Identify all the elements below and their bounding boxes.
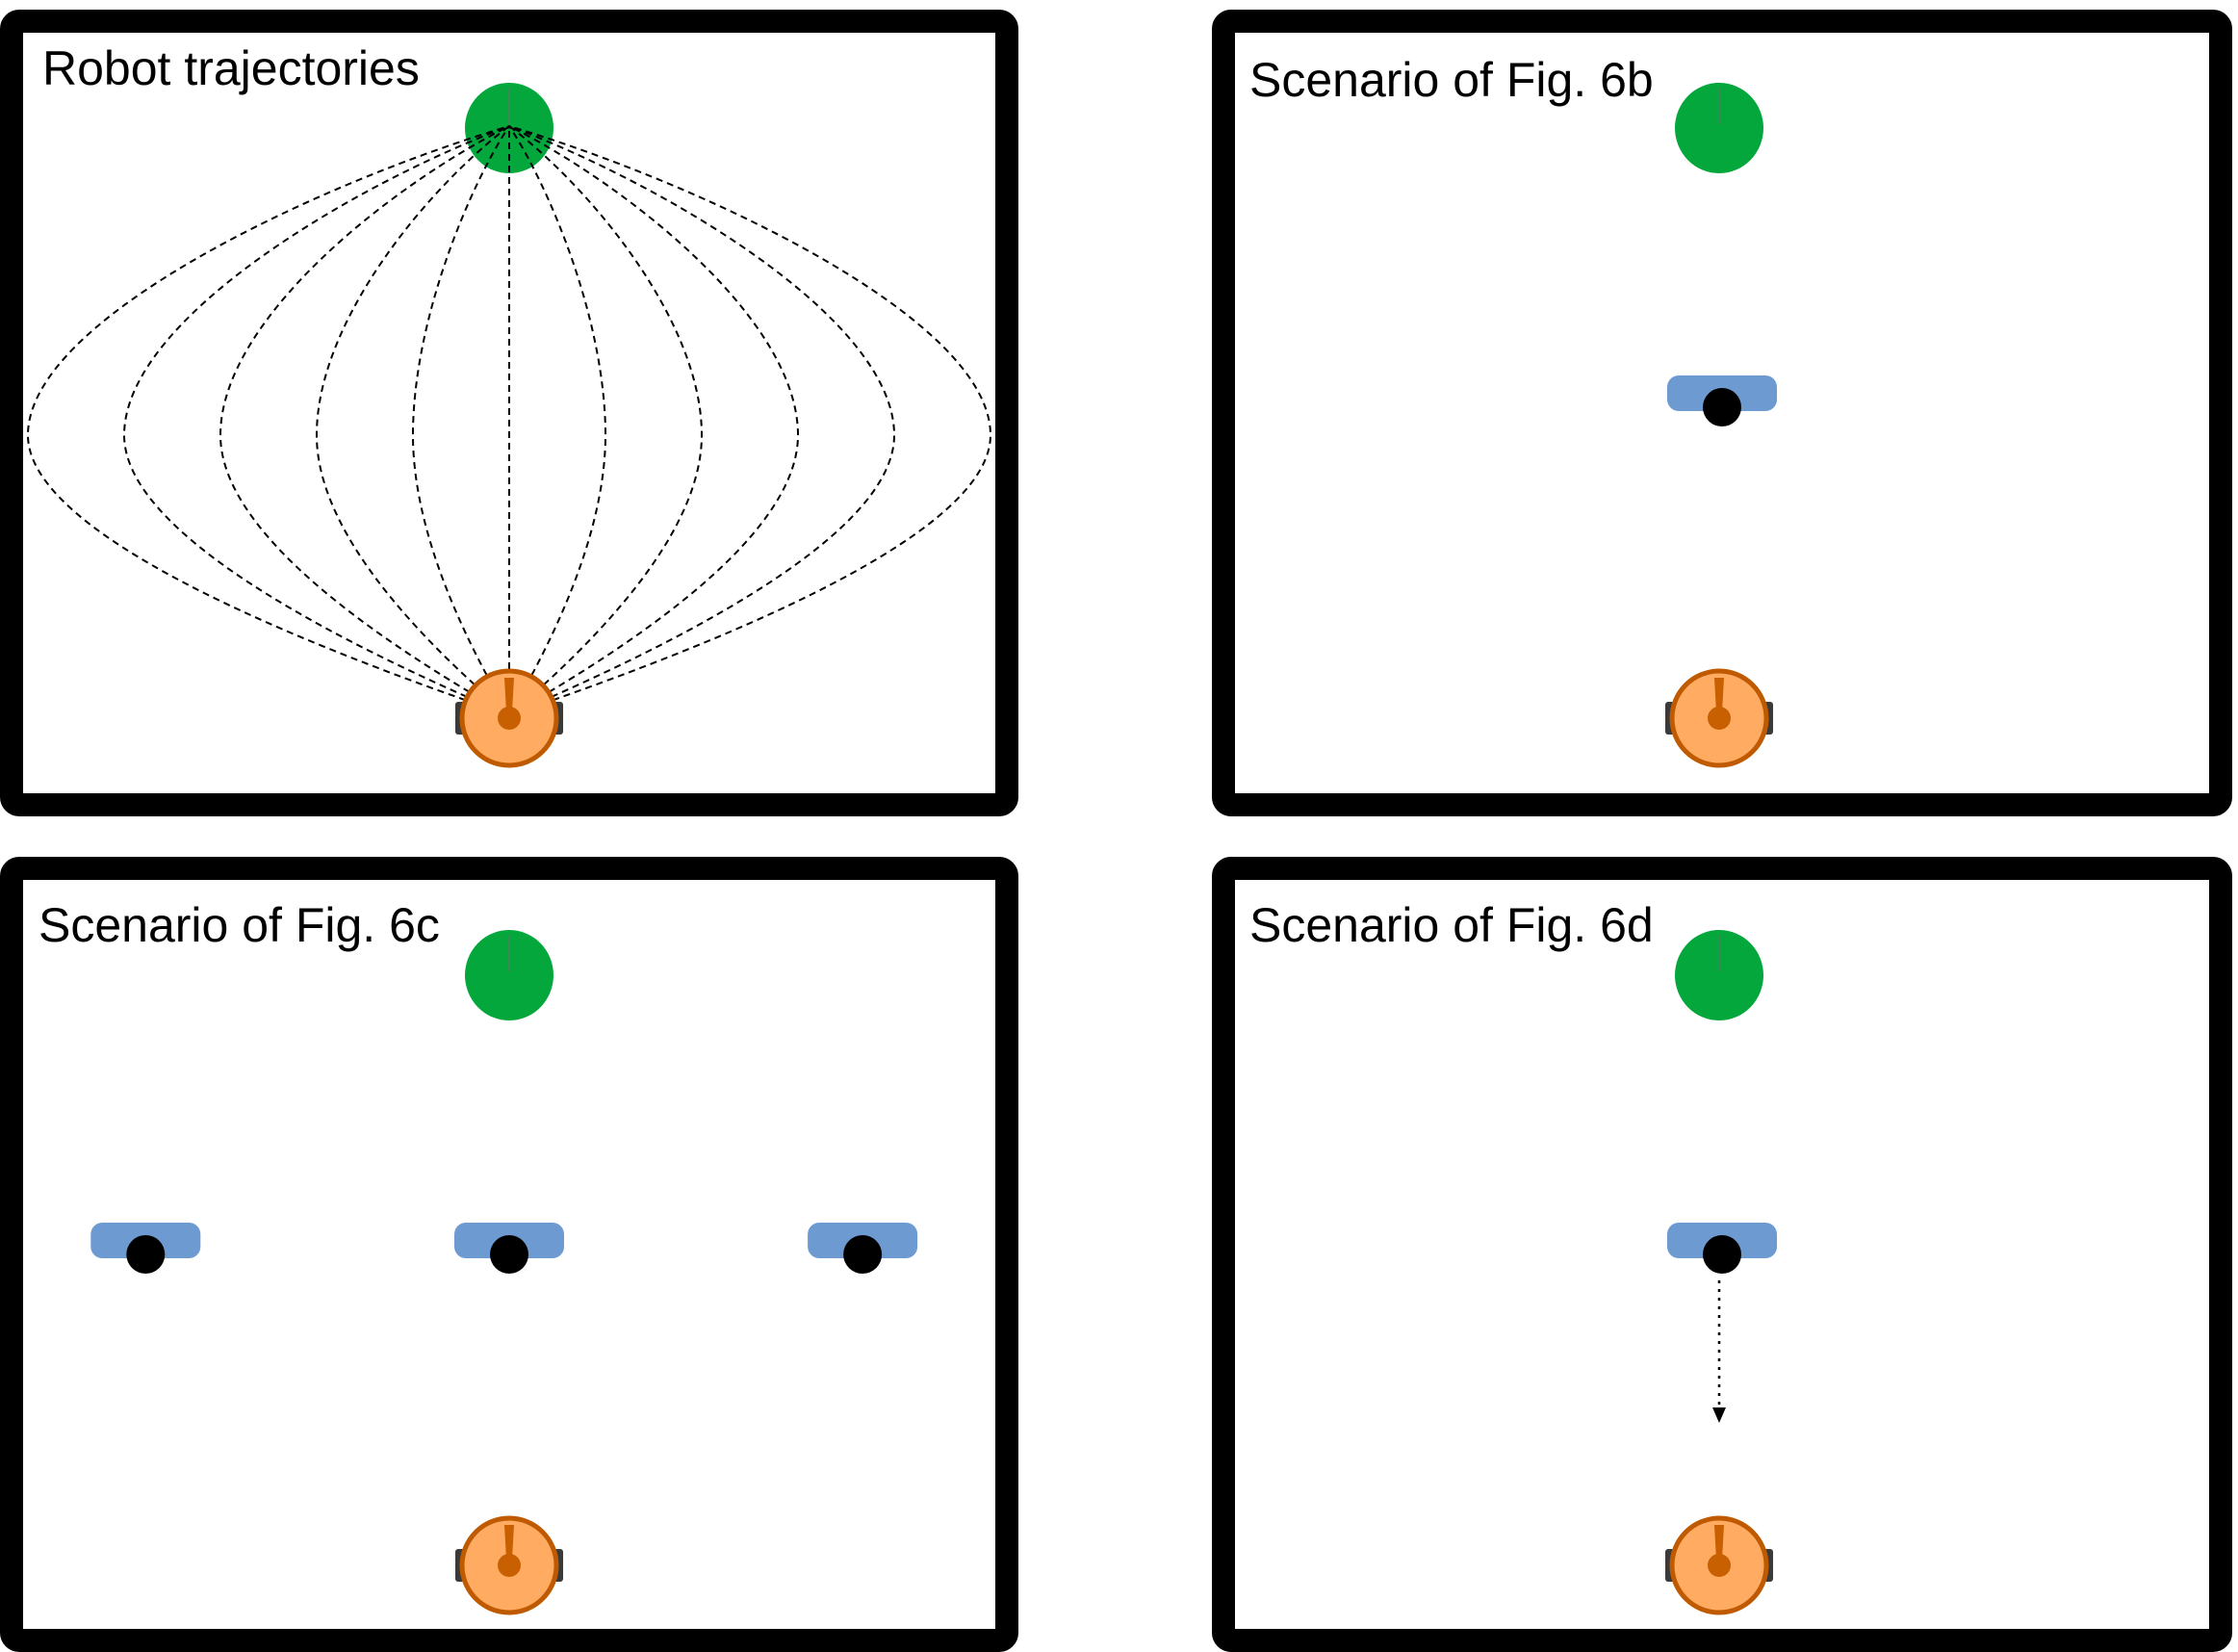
robot-center bbox=[498, 707, 521, 730]
panel-scenario-6c: Scenario of Fig. 6c bbox=[0, 857, 1018, 1652]
panel-scenario-6d: Scenario of Fig. 6d bbox=[1212, 857, 2232, 1652]
goal-marker bbox=[465, 930, 553, 1020]
person-head bbox=[490, 1235, 528, 1274]
person-icon bbox=[90, 1223, 201, 1274]
robot-trajectory bbox=[26, 125, 510, 716]
person-head bbox=[843, 1235, 883, 1274]
person-head bbox=[1703, 388, 1741, 426]
robot-center bbox=[1708, 707, 1731, 730]
robot-trajectory bbox=[219, 125, 510, 716]
robot-icon bbox=[1665, 1515, 1773, 1615]
robot-icon bbox=[455, 1515, 563, 1615]
robot-center bbox=[498, 1554, 521, 1577]
robot-trajectory bbox=[508, 125, 607, 716]
robot-trajectory bbox=[508, 125, 992, 716]
panel-title: Scenario of Fig. 6d bbox=[1249, 898, 1654, 952]
robot-trajectory bbox=[508, 125, 800, 716]
person-icon bbox=[1667, 1223, 1777, 1274]
person-icon bbox=[808, 1223, 918, 1274]
robot-heading-marker bbox=[504, 1525, 514, 1560]
panel-title: Scenario of Fig. 6b bbox=[1249, 53, 1654, 107]
robot-trajectory bbox=[508, 125, 896, 716]
robot-heading-marker bbox=[504, 678, 514, 712]
person-icon bbox=[1667, 375, 1777, 426]
robot-trajectory bbox=[315, 125, 510, 716]
robot-heading-marker bbox=[1714, 678, 1724, 712]
person-head bbox=[126, 1235, 166, 1274]
panel-title: Robot trajectories bbox=[42, 41, 420, 95]
panel-title: Scenario of Fig. 6c bbox=[39, 898, 440, 952]
robot-center bbox=[1708, 1554, 1731, 1577]
person-head bbox=[1703, 1235, 1741, 1274]
goal-marker bbox=[1675, 83, 1763, 173]
goal-marker bbox=[465, 83, 553, 173]
motion-arrow-head bbox=[1712, 1407, 1726, 1423]
panel-scenario-6b: Scenario of Fig. 6b bbox=[1212, 10, 2232, 816]
robot-trajectory bbox=[508, 125, 704, 716]
goal-marker bbox=[1675, 930, 1763, 1020]
robot-trajectory bbox=[122, 125, 510, 716]
robot-heading-marker bbox=[1714, 1525, 1724, 1560]
person-icon bbox=[454, 1223, 564, 1274]
panel-robot-trajectories: Robot trajectories bbox=[0, 10, 1018, 816]
robot-trajectory bbox=[411, 125, 510, 716]
robot-icon bbox=[455, 668, 563, 768]
robot-icon bbox=[1665, 668, 1773, 768]
